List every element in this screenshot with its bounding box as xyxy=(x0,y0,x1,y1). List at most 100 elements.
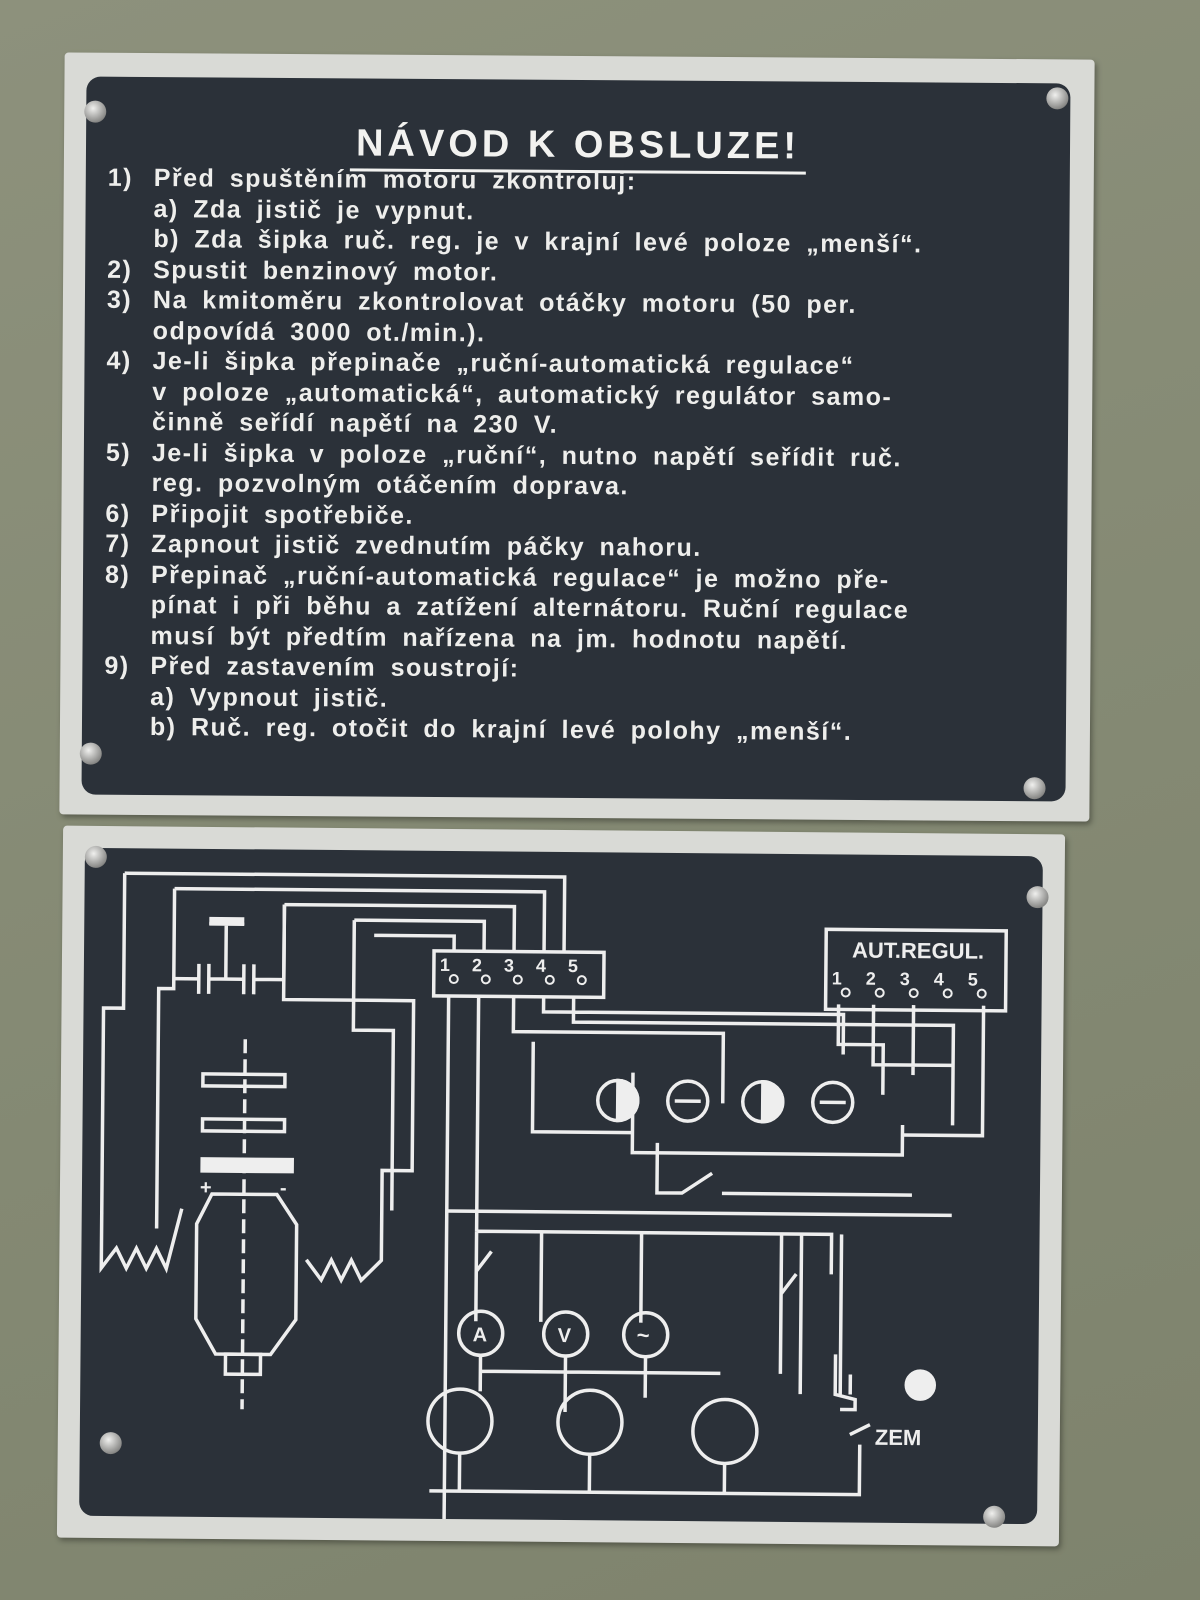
instruction-text: odpovídá 3000 ot./min.). xyxy=(152,316,486,347)
terminal-screw-icon xyxy=(448,974,459,985)
instruction-text: pínat i při běhu a zatížení alternátoru.… xyxy=(150,591,910,625)
wire xyxy=(374,933,456,952)
wire xyxy=(539,1231,844,1395)
voltmeter-label: V xyxy=(558,1325,572,1347)
plus-label: + xyxy=(200,1177,212,1199)
wire xyxy=(281,904,416,1284)
meter-icon xyxy=(810,1080,855,1125)
wire xyxy=(124,871,567,953)
terminal-number: 3 xyxy=(900,969,910,989)
screw-icon xyxy=(1046,87,1069,110)
frequency-meter-label: ~ xyxy=(637,1323,650,1348)
terminal-screw-icon xyxy=(908,988,919,999)
terminal-number: 2 xyxy=(472,955,482,975)
wire xyxy=(99,873,184,1274)
instruction-list: 1) Před spuštěním motoru zkontroluj:a) Zd… xyxy=(104,163,1058,749)
terminal-number: 4 xyxy=(536,956,546,976)
wire xyxy=(354,918,487,952)
screw-icon xyxy=(84,100,107,123)
instruction-text: Před zastavením soustrojí: xyxy=(150,652,520,683)
instruction-text: Před spuštěním motoru zkontroluj: xyxy=(153,164,637,196)
screw-icon xyxy=(84,845,107,869)
terminal-number: 1 xyxy=(832,968,842,988)
generator-body xyxy=(194,1192,299,1357)
screw-icon xyxy=(1023,777,1046,800)
wire xyxy=(446,1209,952,1322)
terminal-block xyxy=(431,949,606,1000)
instruction-text: Je-li šipka přepinače „ruční-automatická… xyxy=(152,347,855,380)
generator-axis xyxy=(240,1039,248,1410)
terminal-screw-icon xyxy=(874,987,885,998)
instruction-text: a) Zda jistič je vypnut. xyxy=(153,194,475,225)
slip-ring xyxy=(200,1117,287,1134)
instruction-text: Zapnout jistič zvednutím páčky nahoru. xyxy=(151,530,702,562)
instruction-number: 7) xyxy=(105,529,131,558)
instruction-text: činně seřídí napětí na 230 V. xyxy=(151,408,559,439)
instruction-text: Přepinač „ruční-automatická regulace“ je… xyxy=(150,560,890,594)
generator-shaft-end xyxy=(223,1352,263,1377)
commutator xyxy=(200,1157,294,1174)
terminal-numbers: 1 2 3 4 5 xyxy=(440,955,587,986)
ground-symbol xyxy=(209,922,245,980)
wire xyxy=(154,888,177,1229)
instruction-number: 1) xyxy=(107,163,134,192)
instruction-line: b) Ruč. reg. otočit do krajní levé poloh… xyxy=(104,712,1054,749)
slip-ring xyxy=(201,1072,287,1089)
frequency-meter-icon xyxy=(621,1310,670,1359)
aut-regul-box xyxy=(823,927,1009,1013)
terminal-number: 5 xyxy=(968,970,978,990)
outlet-icon xyxy=(426,1387,494,1455)
terminal-number: 3 xyxy=(504,955,514,975)
instruction-number: 5) xyxy=(105,438,132,467)
screw-icon xyxy=(983,1505,1006,1528)
wire xyxy=(174,886,547,952)
instruction-number: 6) xyxy=(105,499,131,528)
instruction-number: 3) xyxy=(106,285,133,314)
meter-fill xyxy=(615,1078,640,1123)
ground-icon xyxy=(849,1423,871,1437)
voltmeter-icon xyxy=(541,1310,590,1358)
instruction-text: b) Zda šipka ruč. reg. je v krajní levé … xyxy=(153,225,923,259)
ground-label: ZEM xyxy=(875,1425,922,1450)
instruction-plate-face: NÁVOD K OBSLUZE! 1)Před spuštěním motoru… xyxy=(81,76,1071,802)
terminal-number: 4 xyxy=(934,969,944,989)
instruction-number: 4) xyxy=(106,346,132,375)
instruction-plate: NÁVOD K OBSLUZE! 1)Před spuštěním motoru… xyxy=(59,52,1095,822)
instruction-text: Na kmitoměru zkontrolovat otáčky motoru … xyxy=(152,286,858,319)
wire xyxy=(429,1444,862,1497)
terminal-number: 5 xyxy=(568,956,578,976)
wire xyxy=(478,1356,721,1413)
instruction-text: b) Ruč. reg. otočit do krajní levé poloh… xyxy=(149,713,853,746)
coil-icon xyxy=(833,1354,857,1412)
exciter-icon xyxy=(904,1369,937,1401)
terminal-screw-icon xyxy=(544,974,555,985)
outlet-icon xyxy=(691,1397,759,1466)
instruction-text: Spustit benzinový motor. xyxy=(153,255,499,286)
meter-icon xyxy=(665,1079,710,1123)
ammeter-label: A xyxy=(473,1324,488,1346)
ground-hatch xyxy=(209,916,245,926)
instruction-text: a) Vypnout jistič. xyxy=(150,682,389,713)
instruction-number: 8) xyxy=(104,560,131,589)
terminal-number: 1 xyxy=(440,955,450,975)
wire xyxy=(836,1004,986,1138)
outlet-icon xyxy=(556,1388,624,1457)
terminal-number: 2 xyxy=(866,969,876,989)
wire xyxy=(351,920,396,1211)
ammeter-icon xyxy=(456,1309,505,1358)
minus-label: - xyxy=(280,1178,287,1200)
switch-icon xyxy=(655,1142,912,1197)
screw-icon xyxy=(79,742,102,765)
instruction-text: reg. pozvolným otáčením doprava. xyxy=(151,469,629,501)
instruction-text: v poloze „automatická“, automatický regu… xyxy=(152,377,893,411)
instruction-number: 9) xyxy=(104,651,130,680)
instruction-text: Je-li šipka v poloze „ruční“, nutno napě… xyxy=(151,438,903,472)
terminal-screw-icon xyxy=(576,975,587,986)
screw-icon xyxy=(1026,886,1049,909)
terminal-screw-icon xyxy=(942,988,953,999)
wire xyxy=(442,995,956,1552)
terminal-screw-icon xyxy=(512,974,523,985)
aut-regul-terminal-numbers: 1 2 3 4 5 xyxy=(832,968,987,999)
